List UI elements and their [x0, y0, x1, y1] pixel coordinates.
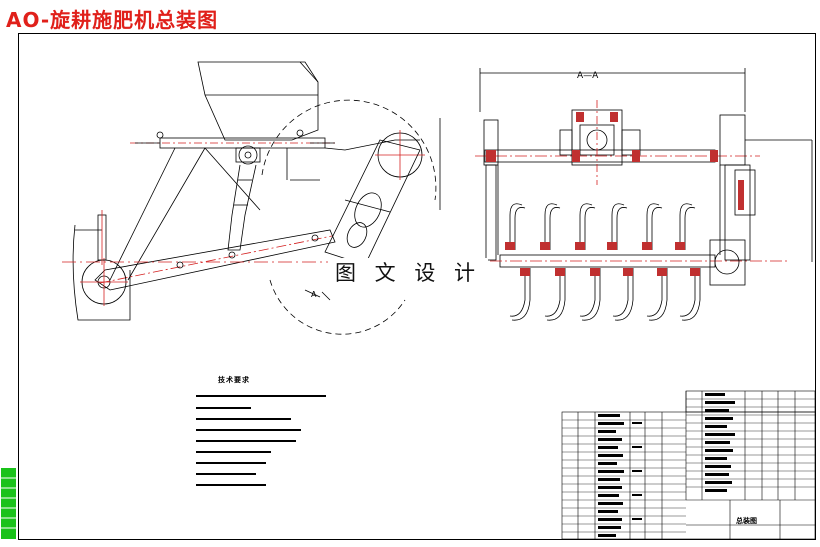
section-view-a-a — [439, 68, 813, 286]
depth-arm — [94, 229, 336, 291]
metering-bearing — [238, 145, 258, 165]
titleblock-name: 总装图 — [736, 517, 757, 525]
section-label: A—A — [577, 71, 599, 81]
notes-title: 技术要求 — [218, 376, 250, 384]
title-block — [561, 390, 816, 540]
watermark-text: 图 文 设 计 — [328, 258, 488, 288]
fertilizer-hopper — [197, 61, 319, 141]
rotary-cover-arc — [261, 99, 437, 201]
green-revision-stamp — [1, 468, 16, 539]
chain-case — [324, 139, 421, 266]
fertilizer-tube — [227, 164, 257, 251]
title-block-rows — [562, 398, 815, 533]
hatched-hubs — [486, 112, 744, 276]
technical-notes-lines — [196, 395, 326, 486]
sheet-border — [18, 33, 816, 540]
side-drive-housing — [719, 114, 746, 166]
drawing-title: AO-旋耕施肥机总装图 — [6, 8, 219, 32]
lower-blade-row — [509, 268, 701, 321]
title-block-text-marks — [598, 393, 735, 537]
side-view — [62, 61, 437, 335]
upper-blade-row — [509, 203, 696, 250]
view-label: A — [311, 290, 317, 299]
